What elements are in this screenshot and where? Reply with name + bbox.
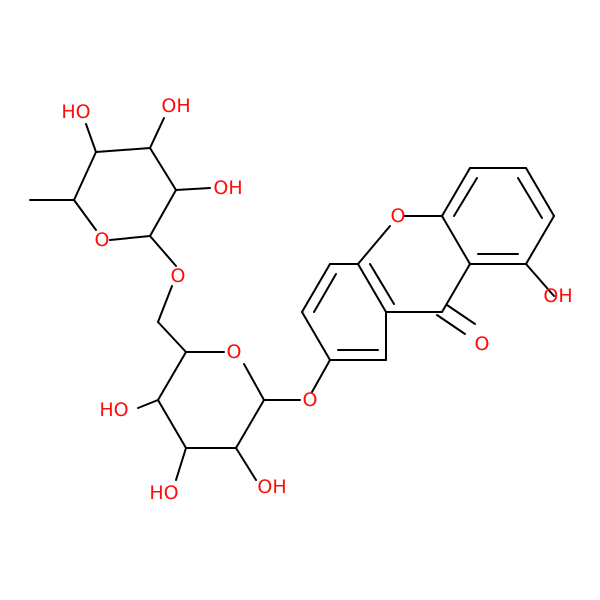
atom-label-ring-o: O: [391, 205, 406, 227]
atom-label-oh: OH: [257, 476, 286, 498]
bond: [357, 263, 387, 313]
bond: [175, 447, 187, 481]
atom-label-ether-o: O: [303, 389, 318, 411]
bond: [313, 273, 337, 313]
atom-label-ketone-o: O: [475, 333, 490, 355]
atom-label-ho: HO: [99, 399, 128, 421]
bond: [73, 151, 97, 201]
bond: [157, 285, 173, 323]
bond: [157, 321, 187, 353]
bond: [311, 359, 331, 393]
bond: [137, 399, 159, 409]
bond: [95, 147, 151, 153]
atom-label-oh: OH: [543, 285, 572, 307]
bond: [453, 177, 478, 217]
atom-label-ring-o: O: [95, 229, 110, 251]
bond: [149, 147, 177, 191]
bond: [73, 199, 97, 231]
bond: [525, 263, 555, 297]
bond: [441, 215, 471, 265]
atom-labels: OH O O O O HO HO OH O O OH OH HO: [61, 95, 572, 504]
bond: [301, 311, 331, 361]
atom-label-oh: OH: [213, 177, 242, 199]
bond: [235, 399, 265, 449]
atom-label-ether-o: O: [171, 265, 186, 287]
bond: [157, 351, 187, 401]
bond: [149, 189, 177, 237]
atom-label-ho: HO: [149, 482, 178, 504]
bonds: [29, 117, 555, 481]
bond: [149, 235, 177, 267]
bond: [301, 263, 331, 313]
atom-label-oh: OH: [161, 95, 190, 117]
bond: [525, 215, 555, 265]
bond: [441, 263, 471, 313]
bond: [109, 235, 151, 241]
bond: [243, 363, 265, 401]
bond: [436, 314, 466, 335]
bond: [85, 123, 97, 153]
bond: [446, 304, 476, 325]
atom-label-ho: HO: [61, 101, 90, 123]
bond: [357, 225, 391, 265]
bond: [175, 187, 211, 191]
bond: [517, 177, 543, 219]
bond: [441, 167, 471, 217]
bond: [525, 167, 555, 217]
bond: [235, 447, 257, 481]
bond: [157, 399, 187, 449]
bond: [149, 117, 165, 149]
atom-label-ring-o: O: [227, 341, 242, 363]
bond: [369, 263, 395, 305]
